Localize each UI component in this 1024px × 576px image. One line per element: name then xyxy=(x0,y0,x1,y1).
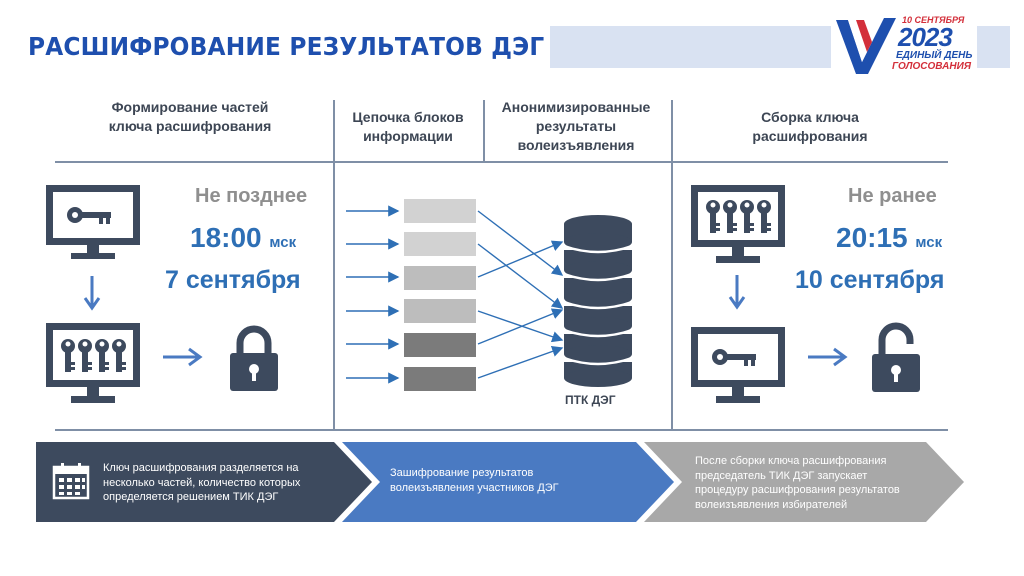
header-decor-bar xyxy=(550,26,831,68)
arrow-down-icon xyxy=(728,275,746,310)
monitor-key-icon xyxy=(46,185,140,259)
footer-divider xyxy=(55,429,948,431)
arrow-right-icon xyxy=(163,347,203,367)
data-block xyxy=(404,232,476,256)
column-divider xyxy=(333,100,335,430)
data-block xyxy=(404,299,476,323)
database-server-icon xyxy=(563,215,633,387)
server-label: ПТК ДЭГ xyxy=(565,393,616,407)
step-2-chevron xyxy=(342,442,674,522)
timezone: мск xyxy=(269,234,297,251)
data-block xyxy=(404,266,476,290)
lock-open-icon xyxy=(872,322,920,392)
column-header-key-parts: Формирование частей ключа расшифрования xyxy=(70,98,310,136)
column-header-text: Цепочка блоков информации xyxy=(352,109,464,144)
data-block xyxy=(404,367,476,391)
logo-year: 2023 xyxy=(898,22,953,52)
data-block xyxy=(404,199,476,223)
calendar-icon xyxy=(52,463,90,500)
checkmark-logo-icon xyxy=(836,18,896,74)
column-header-text: Сборка ключа расшифрования xyxy=(752,109,868,144)
header-divider xyxy=(55,161,948,163)
monitor-keys-icon xyxy=(46,323,140,403)
column-header-text: Анонимизированные результаты волеизъявле… xyxy=(501,99,651,153)
logo-date: 10 СЕНТЯБРЯ xyxy=(902,15,965,25)
column-divider xyxy=(671,100,673,430)
step-1-chevron xyxy=(36,442,372,522)
time-value: 18:00 xyxy=(190,222,262,253)
deadline-label-left: Не позднее xyxy=(195,185,308,207)
blockchain-arrows xyxy=(346,205,564,384)
column-header-anonymized: Анонимизированные результаты волеизъявле… xyxy=(486,98,666,155)
column-divider-short xyxy=(483,100,485,162)
step-3-chevron xyxy=(644,442,964,522)
step-1-text: Ключ расшифрования разделяется на нескол… xyxy=(103,462,301,503)
page-title: РАСШИФРОВАНИЕ РЕЗУЛЬТАТОВ ДЭГ xyxy=(28,32,545,61)
data-block xyxy=(404,333,476,357)
header-decor-bar-right xyxy=(977,26,1010,68)
timezone: мск xyxy=(915,234,943,251)
arrow-right-icon xyxy=(808,347,848,367)
election-logo: 10 СЕНТЯБРЯ 2023 ЕДИНЫЙ ДЕНЬ ГОЛОСОВАНИЯ xyxy=(834,14,974,78)
logo-line2: ГОЛОСОВАНИЯ xyxy=(892,61,972,72)
monitor-keys-icon xyxy=(691,185,785,263)
step-3-text: После сборки ключа расшифрования председ… xyxy=(695,455,900,511)
step-2-text: Зашифрование результатов волеизъявления … xyxy=(390,467,559,494)
arrow-down-icon xyxy=(83,276,101,311)
date-right: 10 сентября xyxy=(795,266,945,294)
date-left: 7 сентября xyxy=(165,266,301,294)
column-header-key-assembly: Сборка ключа расшифрования xyxy=(690,108,930,146)
deadline-label-right: Не ранее xyxy=(848,185,937,207)
time-left: 18:00 мск xyxy=(190,222,296,254)
column-header-text: Формирование частей ключа расшифрования xyxy=(108,99,272,134)
lock-closed-icon xyxy=(230,325,278,391)
column-header-blockchain: Цепочка блоков информации xyxy=(333,108,483,146)
logo-line1: ЕДИНЫЙ ДЕНЬ xyxy=(896,50,973,61)
process-chevrons xyxy=(36,442,964,522)
time-right: 20:15 мск xyxy=(836,222,942,254)
monitor-key-icon xyxy=(691,327,785,403)
time-value: 20:15 xyxy=(836,222,908,253)
